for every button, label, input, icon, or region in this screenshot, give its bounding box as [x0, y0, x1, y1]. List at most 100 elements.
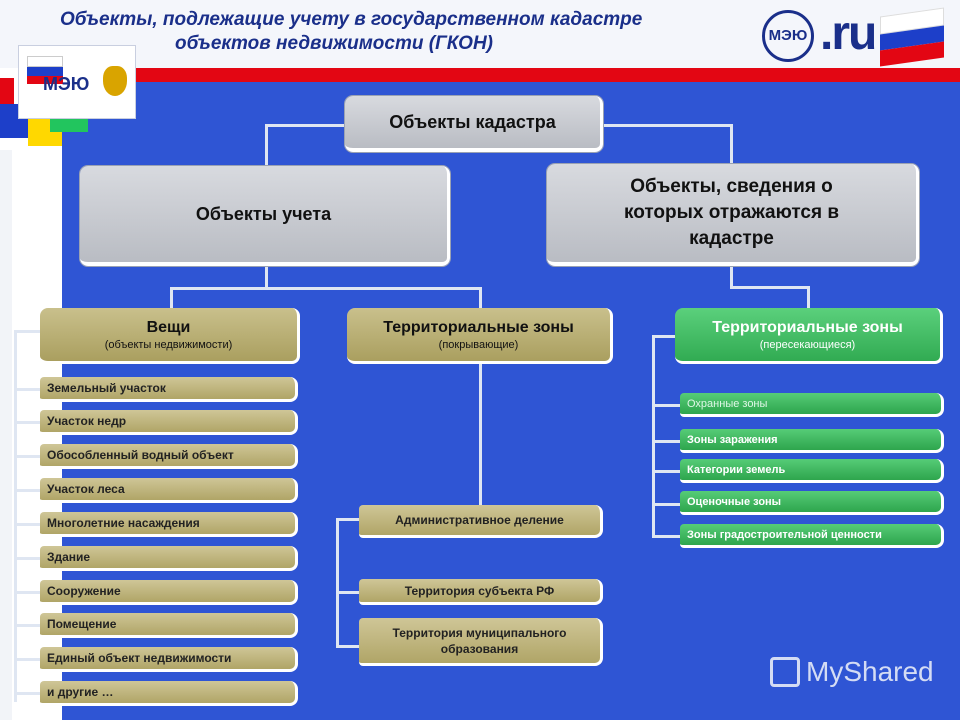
watermark: MyShared	[770, 656, 934, 688]
things-item: Участок леса	[40, 478, 298, 503]
zones-intersecting-title: Территориальные зоны	[712, 318, 903, 336]
root-box: Объекты кадастра	[345, 96, 603, 152]
zones-covering-subtitle: (покрывающие)	[438, 338, 519, 351]
connector	[14, 421, 42, 424]
info-objects-box: Объекты, сведения о которых отражаются в…	[547, 164, 919, 266]
intersecting-item-label: Охранные зоны	[687, 397, 768, 410]
intersecting-item-label: Оценочные зоны	[687, 495, 782, 508]
brand-logo: .ru	[820, 7, 877, 60]
watermark-text: MyShared	[806, 656, 934, 687]
things-item-label: и другие …	[47, 685, 114, 699]
things-item-label: Участок недр	[47, 414, 127, 428]
zones-intersecting-subtitle: (пересекающиеся)	[759, 338, 856, 351]
covering-item: Территория субъекта РФ	[359, 579, 603, 605]
things-item-label: Участок леса	[47, 482, 125, 496]
intersecting-item: Зоны градостроительной ценности	[680, 524, 944, 548]
connector	[730, 264, 733, 288]
things-item: Обособленный водный объект	[40, 444, 298, 469]
things-item: Земельный участок	[40, 377, 298, 402]
covering-item-label: Территория муниципального образования	[392, 625, 567, 656]
connector	[336, 645, 362, 648]
intersecting-item: Категории земель	[680, 459, 944, 483]
zones-intersecting-box: Территориальные зоны (пересекающиеся)	[675, 308, 943, 364]
things-item-label: Земельный участок	[47, 381, 166, 395]
intersecting-item-label: Зоны градостроительной ценности	[687, 528, 882, 541]
decor-square-red	[0, 78, 14, 104]
intersecting-item: Зоны заражения	[680, 429, 944, 453]
covering-item-label: Административное деление	[395, 513, 564, 527]
emblem-text: МЭЮ	[43, 74, 90, 94]
russian-flag-icon	[880, 7, 944, 67]
connector	[265, 124, 268, 168]
connector	[652, 535, 680, 538]
intersecting-item: Охранные зоны	[680, 393, 944, 417]
things-item-label: Многолетние насаждения	[47, 516, 200, 530]
connector	[336, 518, 362, 521]
things-item-label: Обособленный водный объект	[47, 448, 234, 462]
connector	[479, 287, 482, 309]
emblem-logo: МЭЮ	[762, 10, 814, 62]
connector	[652, 440, 680, 443]
coat-of-arms-icon	[103, 66, 127, 96]
accounting-box: Объекты учета	[80, 166, 450, 266]
connector	[730, 124, 733, 166]
connector	[336, 518, 339, 648]
things-subtitle: (объекты недвижимости)	[104, 338, 233, 351]
emblem-logo-text: МЭЮ	[768, 27, 808, 44]
connector	[479, 362, 482, 509]
title-line-2: объектов недвижимости (ГКОН)	[175, 33, 493, 54]
info-objects-label: Объекты, сведения о которых отражаются в…	[623, 176, 840, 249]
connector	[336, 591, 362, 594]
things-item-label: Здание	[47, 550, 91, 564]
connector	[652, 470, 680, 473]
things-item: Участок недр	[40, 410, 298, 435]
covering-item: Территория муниципального образования	[359, 618, 603, 666]
covering-item: Административное деление	[359, 505, 603, 538]
things-box: Вещи (объекты недвижимости)	[40, 308, 300, 364]
things-item-label: Единый объект недвижимости	[47, 651, 232, 665]
header: Объекты, подлежащие учету в государствен…	[0, 0, 960, 68]
connector	[652, 404, 680, 407]
page-title: Объекты, подлежащие учету в государствен…	[60, 8, 760, 56]
intersecting-item-label: Зоны заражения	[687, 433, 778, 446]
connector	[14, 455, 42, 458]
root-label: Объекты кадастра	[389, 111, 556, 132]
title-line-1: Объекты, подлежащие учету в государствен…	[60, 9, 643, 30]
things-item-label: Сооружение	[47, 584, 121, 598]
connector	[265, 124, 348, 127]
connector	[170, 287, 173, 309]
emblem-box: МЭЮ	[18, 45, 136, 119]
chart-icon	[770, 657, 800, 687]
connector	[14, 658, 42, 661]
accounting-label: Объекты учета	[195, 203, 332, 224]
connector	[14, 624, 42, 627]
things-item: Единый объект недвижимости	[40, 647, 298, 672]
connector	[14, 330, 42, 333]
connector	[14, 330, 17, 702]
things-title: Вещи	[146, 318, 191, 336]
connector	[14, 388, 42, 391]
flag-small-icon	[27, 56, 63, 84]
red-bar	[134, 68, 960, 82]
connector	[652, 335, 655, 538]
things-item: Многолетние насаждения	[40, 512, 298, 537]
things-item: Помещение	[40, 613, 298, 638]
connector	[170, 287, 482, 290]
things-item: и другие …	[40, 681, 298, 706]
left-strip	[0, 150, 12, 720]
connector	[600, 124, 733, 127]
zones-covering-box: Территориальные зоны (покрывающие)	[347, 308, 613, 364]
connector	[14, 692, 42, 695]
connector	[265, 265, 268, 287]
connector	[730, 286, 810, 289]
connector	[14, 489, 42, 492]
covering-item-label: Территория субъекта РФ	[404, 583, 555, 598]
connector	[14, 591, 42, 594]
connector	[807, 286, 810, 308]
things-item: Сооружение	[40, 580, 298, 605]
connector	[14, 557, 42, 560]
connector	[652, 335, 680, 338]
zones-covering-title: Территориальные зоны	[383, 318, 574, 336]
connector	[14, 523, 42, 526]
things-item-label: Помещение	[47, 617, 117, 631]
